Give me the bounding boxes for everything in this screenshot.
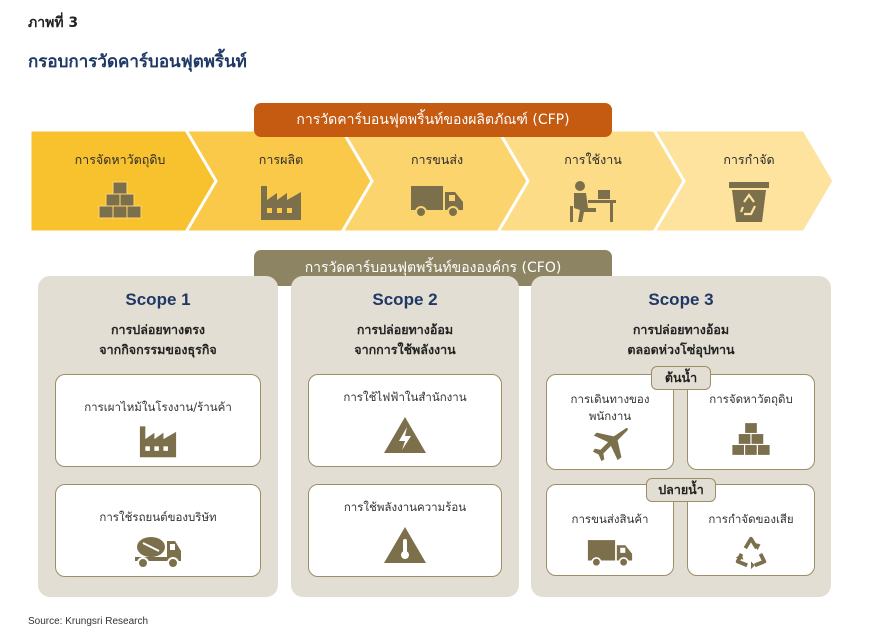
thermometer-warning-icon [384,527,426,563]
scope-3-subtitle: การปล่อยทางอ้อม ตลอดห่วงโซ่อุปทาน [627,322,735,357]
stage-usage: การใช้งาน [518,130,668,232]
cfp-banner: การวัดคาร์บอนฟุตพริ้นท์ของผลิตภัณฑ์ (CFP… [254,103,612,137]
recycle-icon [735,536,767,570]
upstream-tag: ต้นน้ำ [651,366,711,390]
truck-icon [411,186,463,218]
truck-icon [587,540,633,568]
factory-icon [261,186,301,220]
scope-3-panel: Scope 3 การปล่อยทางอ้อม ตลอดห่วงโซ่อุปทา… [531,276,831,597]
stage-disposal: การกำจัด [674,130,824,232]
source-note: Source: Krungsri Research [28,616,149,627]
scope-1-title: Scope 1 [125,290,191,309]
stage-label: การจัดหาวัตถุดิบ [74,152,166,167]
card-waste-disposal: การกำจัดของเสีย [687,484,815,576]
figure-label: ภาพที่ 3 [28,15,79,31]
electricity-warning-icon [384,417,426,453]
scope-3-title: Scope 3 [648,290,714,309]
card-heat-energy: การใช้พลังงานความร้อน [308,484,502,577]
stage-label: การผลิต [258,152,304,167]
card-employee-travel: การเดินทางของ พนักงาน [546,374,674,470]
boxes-icon [731,422,771,456]
stage-label: การกำจัด [723,152,775,167]
scope-1-panel: Scope 1 การปล่อยทางตรง จากกิจกรรมของธุรก… [38,276,278,597]
factory-icon [139,426,177,458]
card-office-electricity: การใช้ไฟฟ้าในสำนักงาน [308,374,502,467]
person-at-desk-icon [570,181,616,222]
cement-truck-icon [135,537,181,569]
downstream-tag: ปลายน้ำ [646,478,716,502]
stage-production: การผลิต [206,130,356,232]
card-factory-combustion: การเผาไหม้ในโรงงาน/ร้านค้า [55,374,261,467]
card-raw-materials: การจัดหาวัตถุดิบ [687,374,815,470]
recycle-bin-icon [729,182,769,222]
scope-2-title: Scope 2 [372,290,438,309]
stage-label: การขนส่ง [410,152,464,167]
airplane-icon [592,428,628,462]
scope-1-subtitle: การปล่อยทางตรง จากกิจกรรมของธุรกิจ [99,322,217,357]
scope-2-subtitle: การปล่อยทางอ้อม จากการใช้พลังงาน [354,322,456,357]
scope-2-panel: Scope 2 การปล่อยทางอ้อม จากการใช้พลังงาน… [291,276,519,597]
stage-transport: การขนส่ง [362,130,512,232]
page-title: กรอบการวัดคาร์บอนฟุตพริ้นท์ [28,52,247,72]
stage-raw-materials: การจัดหาวัตถุดิบ [40,130,200,232]
stage-label: การใช้งาน [564,152,622,167]
card-company-vehicles: การใช้รถยนต์ของบริษัท [55,484,261,577]
boxes-icon [98,181,142,219]
